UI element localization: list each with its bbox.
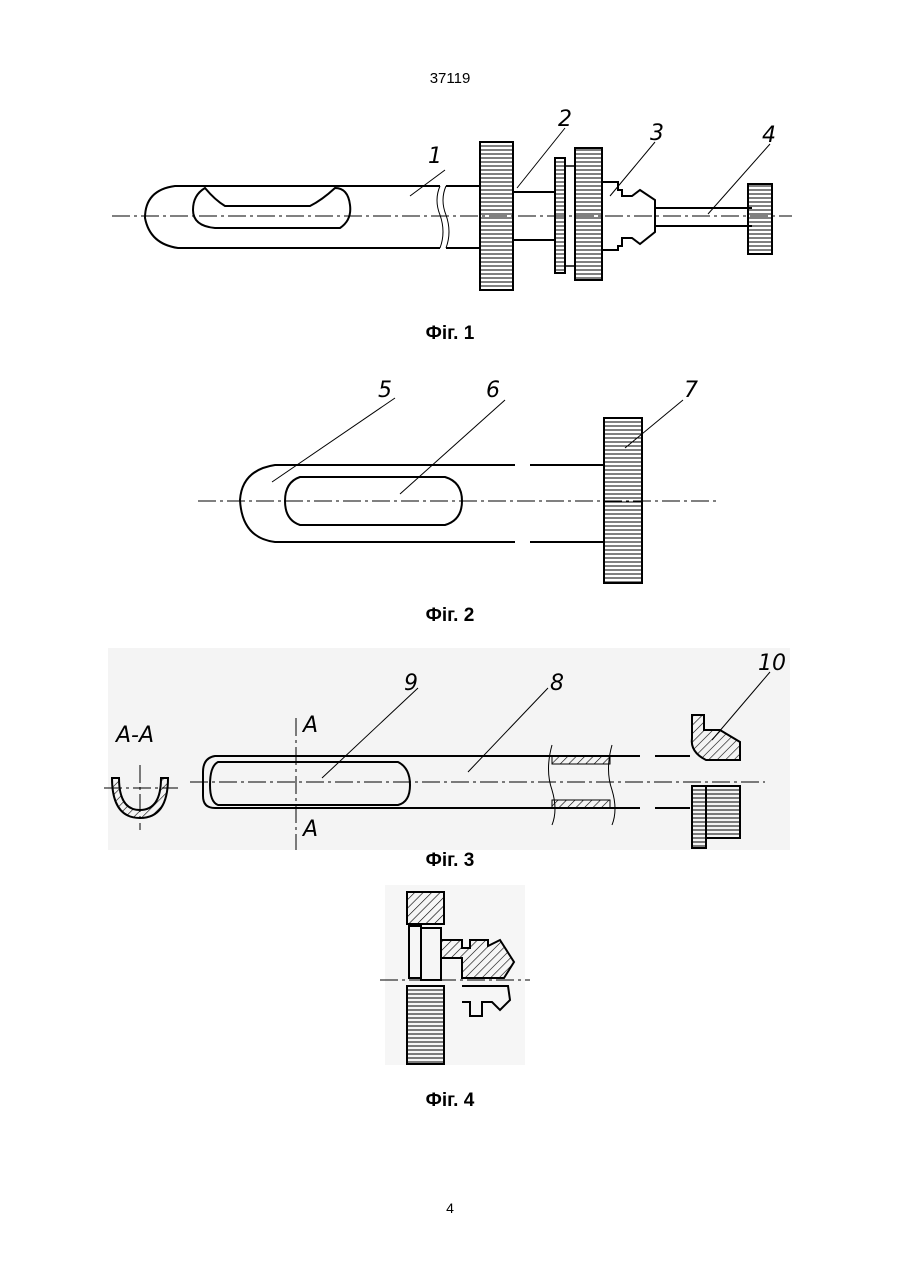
break-line bbox=[437, 186, 443, 248]
callout-8: 8 bbox=[550, 671, 564, 696]
callout-2: 2 bbox=[558, 107, 572, 132]
figure-2-caption: Фіг. 2 bbox=[0, 605, 900, 627]
figure-3-drawing: A-A A A 9 8 10 bbox=[0, 648, 900, 853]
callout-7: 7 bbox=[684, 378, 698, 403]
section-label: A-A bbox=[114, 723, 154, 748]
figure-1-drawing: 1 2 3 4 bbox=[0, 110, 900, 305]
callout-1: 1 bbox=[428, 144, 442, 169]
page-number: 4 bbox=[0, 1200, 900, 1216]
lock-ring bbox=[555, 158, 565, 273]
knurled-disc-7 bbox=[604, 418, 642, 583]
knurled-screw-head bbox=[748, 184, 772, 254]
callout-5: 5 bbox=[378, 378, 392, 403]
figure-2-drawing: 5 6 7 bbox=[0, 370, 900, 590]
cut-mark-bottom: A bbox=[301, 817, 318, 842]
callout-10: 10 bbox=[758, 651, 786, 676]
knurled-disc bbox=[407, 986, 444, 1064]
callout-3: 3 bbox=[650, 121, 664, 146]
figure-4-drawing bbox=[0, 885, 900, 1070]
figure-4-caption: Фіг. 4 bbox=[0, 1090, 900, 1112]
callout-4: 4 bbox=[762, 123, 776, 148]
callout-9: 9 bbox=[404, 671, 418, 696]
knurled-disc-3 bbox=[575, 148, 602, 280]
callout-6: 6 bbox=[486, 378, 500, 403]
document-number: 37119 bbox=[0, 70, 900, 87]
cut-mark-top: A bbox=[301, 713, 318, 738]
knurled-disc-2 bbox=[480, 142, 513, 290]
figure-3-caption: Фіг. 3 bbox=[0, 850, 900, 872]
hatched-cap bbox=[407, 892, 444, 924]
slot-outline bbox=[193, 188, 350, 228]
figure-1-caption: Фіг. 1 bbox=[0, 323, 900, 345]
shaft-body bbox=[145, 186, 440, 248]
